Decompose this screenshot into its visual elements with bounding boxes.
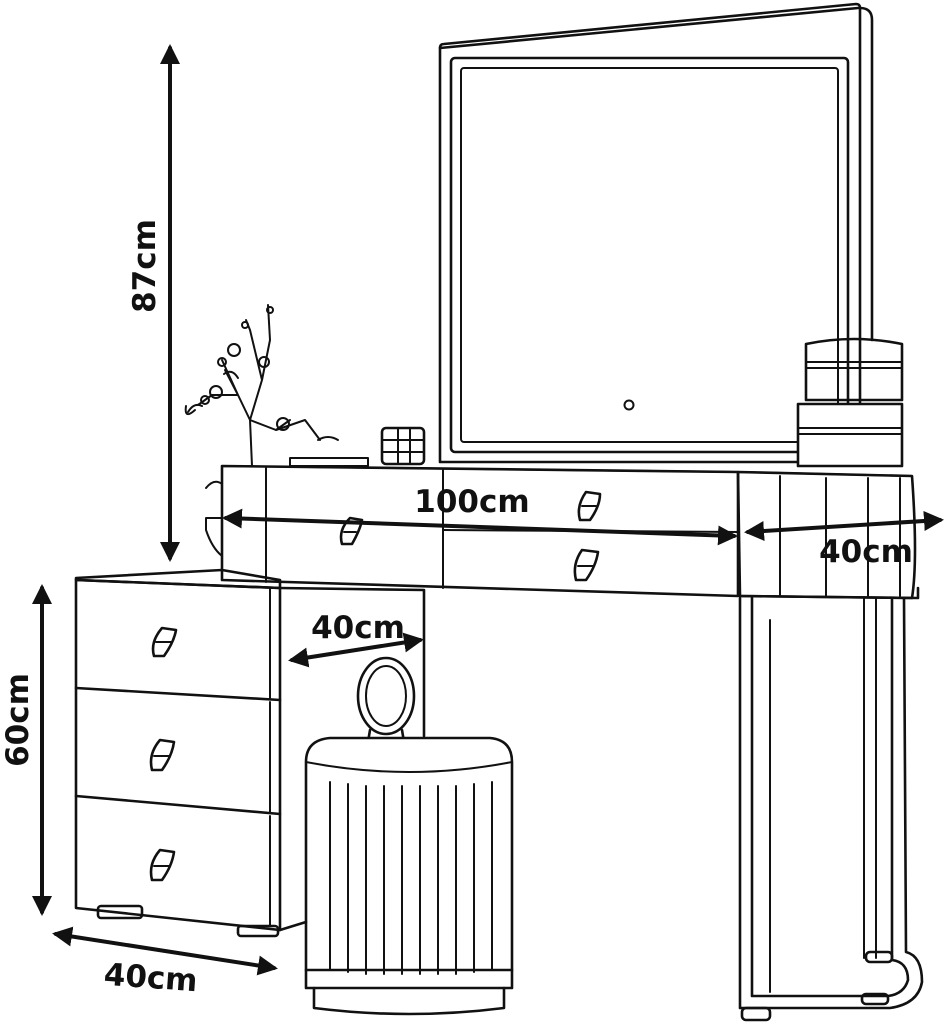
gap-arrow-40 — [288, 632, 424, 668]
mirror — [438, 2, 874, 464]
label-table-depth: 40cm — [819, 534, 913, 570]
label-table-width: 100cm — [414, 484, 529, 520]
drawer-handle-icon — [149, 738, 176, 772]
stool-hand-mirror — [356, 656, 416, 744]
mirror-touch-button-icon — [623, 399, 635, 411]
label-cabinet-depth: 40cm — [103, 957, 199, 999]
desk-leg — [738, 596, 924, 1022]
dimension-arrows — [32, 44, 944, 976]
cabinet-drawer-handles — [149, 626, 178, 882]
desk-accessories — [289, 426, 426, 467]
label-cabinet-gap: 40cm — [311, 610, 405, 646]
depth-arrow-desk — [744, 511, 944, 541]
drawer-handle-icon — [577, 490, 602, 522]
drawer-cabinet — [74, 568, 426, 938]
stacked-boxes — [796, 337, 904, 468]
label-mirror-height: 87cm — [127, 219, 163, 313]
depth-arrow-cabinet — [52, 926, 278, 976]
drawer-handle-icon — [149, 848, 176, 882]
width-arrow-100 — [222, 508, 738, 546]
label-cabinet-height: 60cm — [0, 673, 36, 767]
drawer-handle-icon — [573, 548, 600, 582]
decorative-plant-icon — [184, 304, 339, 557]
drawer-handle-icon — [151, 626, 178, 658]
pleated-stool — [304, 736, 514, 1016]
